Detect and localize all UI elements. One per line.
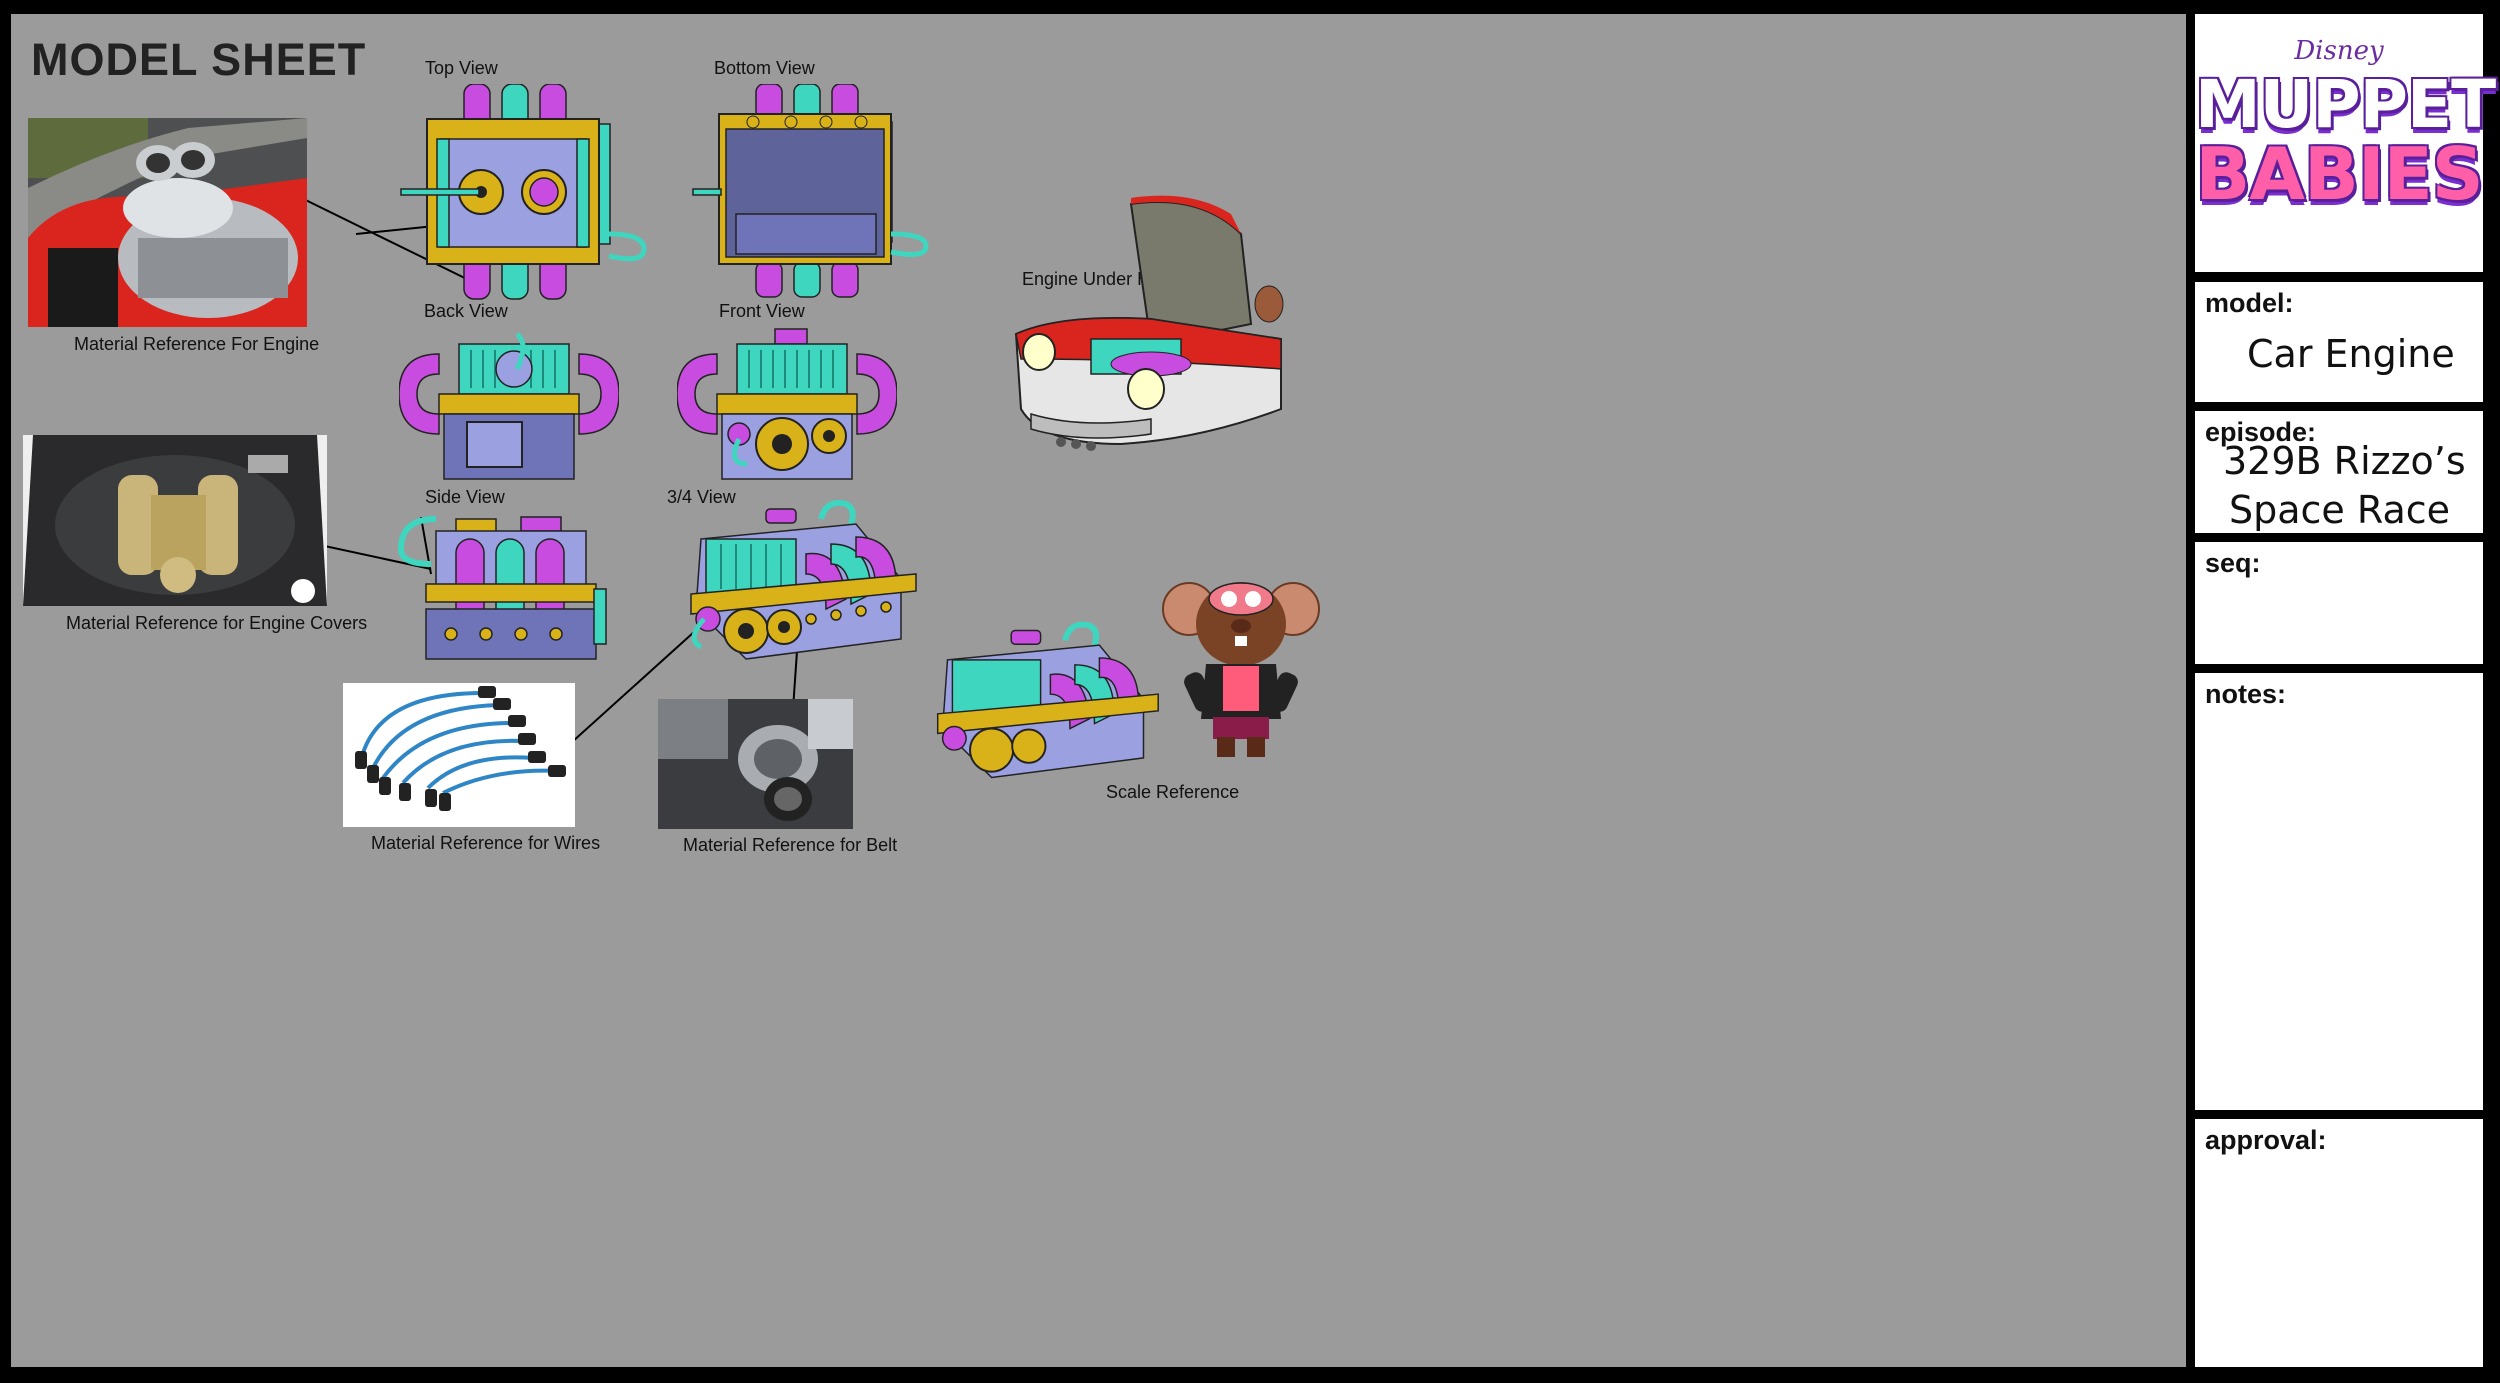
approval-box: approval:	[2195, 1119, 2483, 1367]
top-view-label: Top View	[425, 58, 498, 78]
engine-reference-photo	[28, 118, 307, 327]
three-quarter-view-label: 3/4 View	[667, 487, 736, 507]
belt-reference-photo	[658, 699, 853, 829]
scale-reference-label: Scale Reference	[1106, 782, 1240, 802]
logo-line-babies: BABIES	[2195, 132, 2483, 216]
episode-box: episode: 329B Rizzo’s Space Race	[2195, 411, 2483, 533]
seq-box: seq:	[2195, 542, 2483, 664]
episode-line-2: Space Race	[2229, 488, 2451, 532]
belt-reference-label: Material Reference for Belt	[683, 835, 898, 855]
model-box: model: Car Engine	[2195, 282, 2483, 402]
logo-line-muppet: MUPPET	[2195, 66, 2496, 143]
notes-heading: notes:	[2205, 679, 2286, 709]
wires-reference-label: Material Reference for Wires	[371, 833, 601, 853]
sheet-title: MODEL SHEET	[31, 34, 367, 85]
model-value: Car Engine	[2247, 332, 2455, 376]
show-logo: Disney MUPPET BABIES	[2195, 14, 2496, 272]
covers-reference-photo	[23, 435, 327, 606]
seq-heading: seq:	[2205, 548, 2261, 578]
front-view-label: Front View	[719, 301, 805, 321]
episode-heading: episode:	[2205, 417, 2317, 447]
top-view-drawing	[399, 84, 649, 304]
side-view-label: Side View	[425, 487, 505, 507]
back-view-drawing	[399, 324, 619, 484]
under-hood-car-drawing	[1001, 194, 1286, 469]
front-view-drawing	[677, 324, 897, 484]
wires-reference-photo	[343, 683, 575, 827]
episode-line-1: 329B Rizzo’s	[2223, 439, 2466, 483]
bottom-view-drawing	[681, 84, 931, 304]
side-view-drawing	[396, 509, 616, 669]
rizzo-character-drawing	[1161, 554, 1321, 764]
back-view-label: Back View	[424, 301, 508, 321]
three-quarter-view-drawing	[676, 499, 926, 669]
notes-box: notes:	[2195, 673, 2483, 1110]
engine-reference-label: Material Reference For Engine	[74, 334, 320, 354]
disney-wordmark: Disney	[2294, 36, 2384, 66]
scale-engine-drawing	[923, 619, 1168, 789]
model-heading: model:	[2205, 288, 2294, 318]
covers-reference-label: Material Reference for Engine Covers	[66, 613, 368, 633]
bottom-view-label: Bottom View	[714, 58, 815, 78]
model-sheet: MODEL SHEET Material Reference For Engin…	[11, 14, 2186, 1367]
approval-heading: approval:	[2205, 1125, 2327, 1155]
